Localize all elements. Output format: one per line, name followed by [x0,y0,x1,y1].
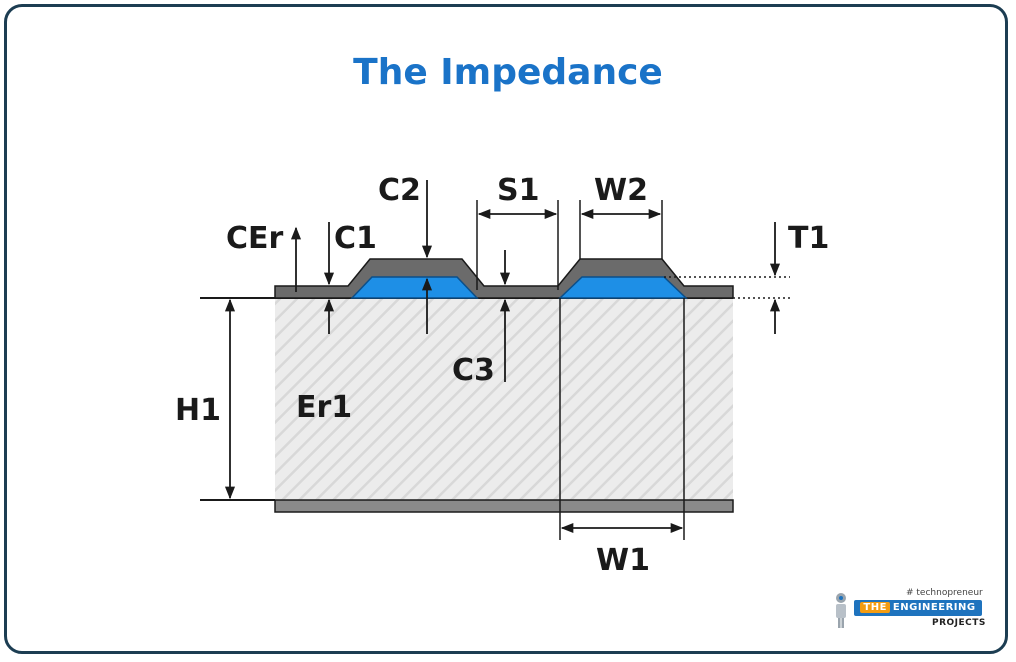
label-t1: T1 [788,221,829,256]
substrate [275,298,733,500]
label-c3: C3 [452,353,495,388]
logo-subtitle: PROJECTS [932,618,986,628]
ground-plane [274,499,734,513]
label-c2: C2 [378,173,421,208]
label-h1: H1 [175,393,221,428]
label-er1: Er1 [296,390,352,425]
label-cer: CEr [226,221,284,256]
logo-tagline: # technopreneur [906,588,983,598]
label-c1: C1 [334,221,377,256]
logo-name: ENGINEERING [892,602,976,613]
label-w1: W1 [596,543,650,578]
robot-icon [836,593,846,628]
diagram-title: The Impedance [353,52,663,93]
label-s1: S1 [497,173,539,208]
trace-right [558,276,688,299]
logo-the: THE [860,602,890,613]
trace-left [350,276,479,299]
label-w2: W2 [594,173,648,208]
